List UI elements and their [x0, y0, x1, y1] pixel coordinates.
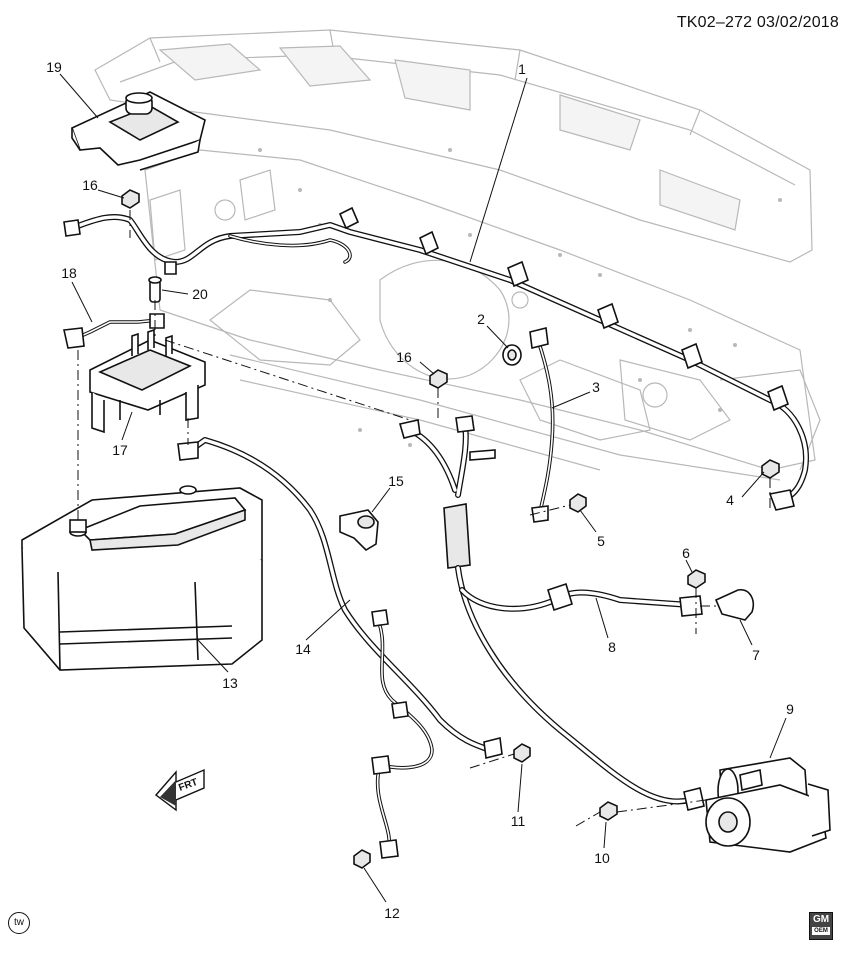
battery-current-sensor: [339, 509, 379, 552]
battery-cable-nut-lower: [429, 369, 448, 389]
battery-fuse-block: [89, 328, 206, 434]
callout-1: 1: [518, 61, 526, 77]
callout-16-lower: 16: [396, 349, 412, 365]
cable-grommet: [502, 344, 522, 366]
diagram-date: 03/02/2018: [756, 14, 839, 31]
fuse-block-bolt: [148, 276, 162, 303]
callout-14: 14: [295, 641, 311, 657]
battery: [21, 485, 263, 671]
callout-17: 17: [112, 442, 128, 458]
battery-positive-short-cable: [63, 313, 165, 349]
callout-12: 12: [384, 905, 400, 921]
tw-badge-icon: tw: [8, 912, 30, 934]
callout-19: 19: [46, 59, 62, 75]
callout-2: 2: [477, 311, 485, 327]
gm-logo-subtext: OEM: [812, 927, 830, 935]
cable-nut-generator: [687, 569, 706, 589]
leader-lines: [59, 73, 787, 903]
callout-16-upper: 16: [82, 177, 98, 193]
callout-11: 11: [511, 813, 526, 829]
callout-9: 9: [786, 701, 794, 717]
gm-logo-icon: GM OEM: [809, 912, 833, 940]
alignment-lines: [77, 210, 771, 827]
battery-cover: [70, 91, 206, 171]
diagram-code: TK02–272: [676, 14, 753, 31]
callout-20: 20: [192, 286, 208, 302]
ground-strap-cable: [529, 327, 555, 523]
callout-labels: 1 2 3 4 5 6 7 8 9 10 11 12 13 14 15 16 1…: [46, 59, 794, 921]
cable-bolt-11: [513, 743, 531, 763]
terminal-boot: [714, 589, 754, 621]
negative-cable-assembly: [398, 415, 705, 811]
vehicle-structure-ghost: [94, 29, 821, 481]
callout-7: 7: [752, 647, 760, 663]
callout-10: 10: [594, 850, 610, 866]
gm-logo-text: GM: [812, 914, 830, 925]
callout-15: 15: [388, 473, 404, 489]
cable-nut-right: [761, 459, 780, 479]
starter-nut: [599, 801, 618, 821]
callout-6: 6: [682, 545, 690, 561]
diagram-reference-header: TK02–272 03/02/2018: [677, 14, 839, 32]
callout-3: 3: [592, 379, 600, 395]
positive-cable-main-harness: [63, 206, 809, 511]
callout-18: 18: [61, 265, 77, 281]
starter-motor: [705, 757, 831, 853]
battery-cable-nut-upper: [121, 189, 140, 209]
callout-4: 4: [726, 492, 734, 508]
callout-5: 5: [597, 533, 605, 549]
callout-13: 13: [222, 675, 238, 691]
callout-8: 8: [608, 639, 616, 655]
cable-bolt-12: [353, 849, 371, 869]
ground-strap-bolt: [569, 493, 587, 513]
front-direction-arrow-icon: FRT: [154, 768, 205, 812]
